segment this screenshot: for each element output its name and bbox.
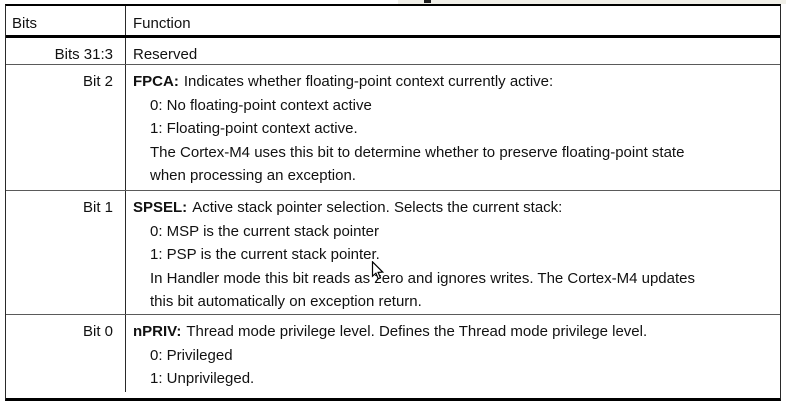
function-intro-text: Indicates whether floating-point context…	[183, 73, 554, 90]
bits-cell: Bit 1	[6, 191, 126, 314]
table-row-reserved: Bits 31:3 Reserved	[6, 38, 780, 65]
function-cell: SPSEL:Active stack pointer selection. Se…	[126, 191, 780, 314]
function-intro-line: SPSEL:Active stack pointer selection. Se…	[133, 196, 772, 220]
cutoff-text-fragment	[424, 0, 431, 3]
table-row-fpca: Bit 2 FPCA:Indicates whether floating-po…	[6, 65, 780, 191]
function-intro-text: Active stack pointer selection. Selects …	[192, 199, 563, 216]
note-line: when processing an exception.	[150, 167, 356, 184]
bits-cell: Bits 31:3	[6, 38, 126, 64]
function-intro-line: nPRIV:Thread mode privilege level. Defin…	[133, 320, 772, 344]
function-intro-text: Reserved	[133, 46, 198, 63]
value-line: 0: MSP is the current stack pointer	[150, 222, 379, 240]
table-row-npriv: Bit 0 nPRIV:Thread mode privilege level.…	[6, 315, 780, 392]
value-line: 0: No floating-point context active	[150, 96, 372, 114]
bit-term-label: nPRIV:	[133, 323, 182, 340]
note-line: this bit automatically on exception retu…	[150, 293, 422, 310]
function-cell: Reserved	[126, 38, 780, 64]
bits-cell: Bit 2	[6, 65, 126, 190]
bits-function-table: Bits Function Bits 31:3 Reserved Bit 2 F…	[5, 4, 781, 401]
value-line: 1: Unprivileged.	[150, 370, 255, 387]
function-cell: nPRIV:Thread mode privilege level. Defin…	[126, 315, 780, 392]
table-row-spsel: Bit 1 SPSEL:Active stack pointer selecti…	[6, 191, 780, 315]
function-intro-text: Thread mode privilege level. Defines the…	[186, 323, 648, 340]
page-top-strip	[398, 0, 786, 4]
value-line: 0: Privileged	[150, 346, 233, 364]
function-intro-line: Reserved	[133, 43, 772, 67]
function-intro-line: FPCA:Indicates whether floating-point co…	[133, 70, 772, 94]
function-cell: FPCA:Indicates whether floating-point co…	[126, 65, 780, 190]
table-header-row: Bits Function	[6, 6, 780, 38]
value-line: 1: Floating-point context active.	[150, 120, 358, 137]
bits-cell: Bit 0	[6, 315, 126, 392]
bit-term-label: FPCA:	[133, 73, 179, 90]
header-cell-function: Function	[133, 15, 191, 32]
value-line: 1: PSP is the current stack pointer.	[150, 246, 380, 263]
header-cell-bits: Bits	[6, 6, 126, 35]
bit-term-label: SPSEL:	[133, 199, 188, 216]
note-line: The Cortex-M4 uses this bit to determine…	[150, 143, 685, 161]
note-line: In Handler mode this bit reads as zero a…	[150, 269, 695, 287]
